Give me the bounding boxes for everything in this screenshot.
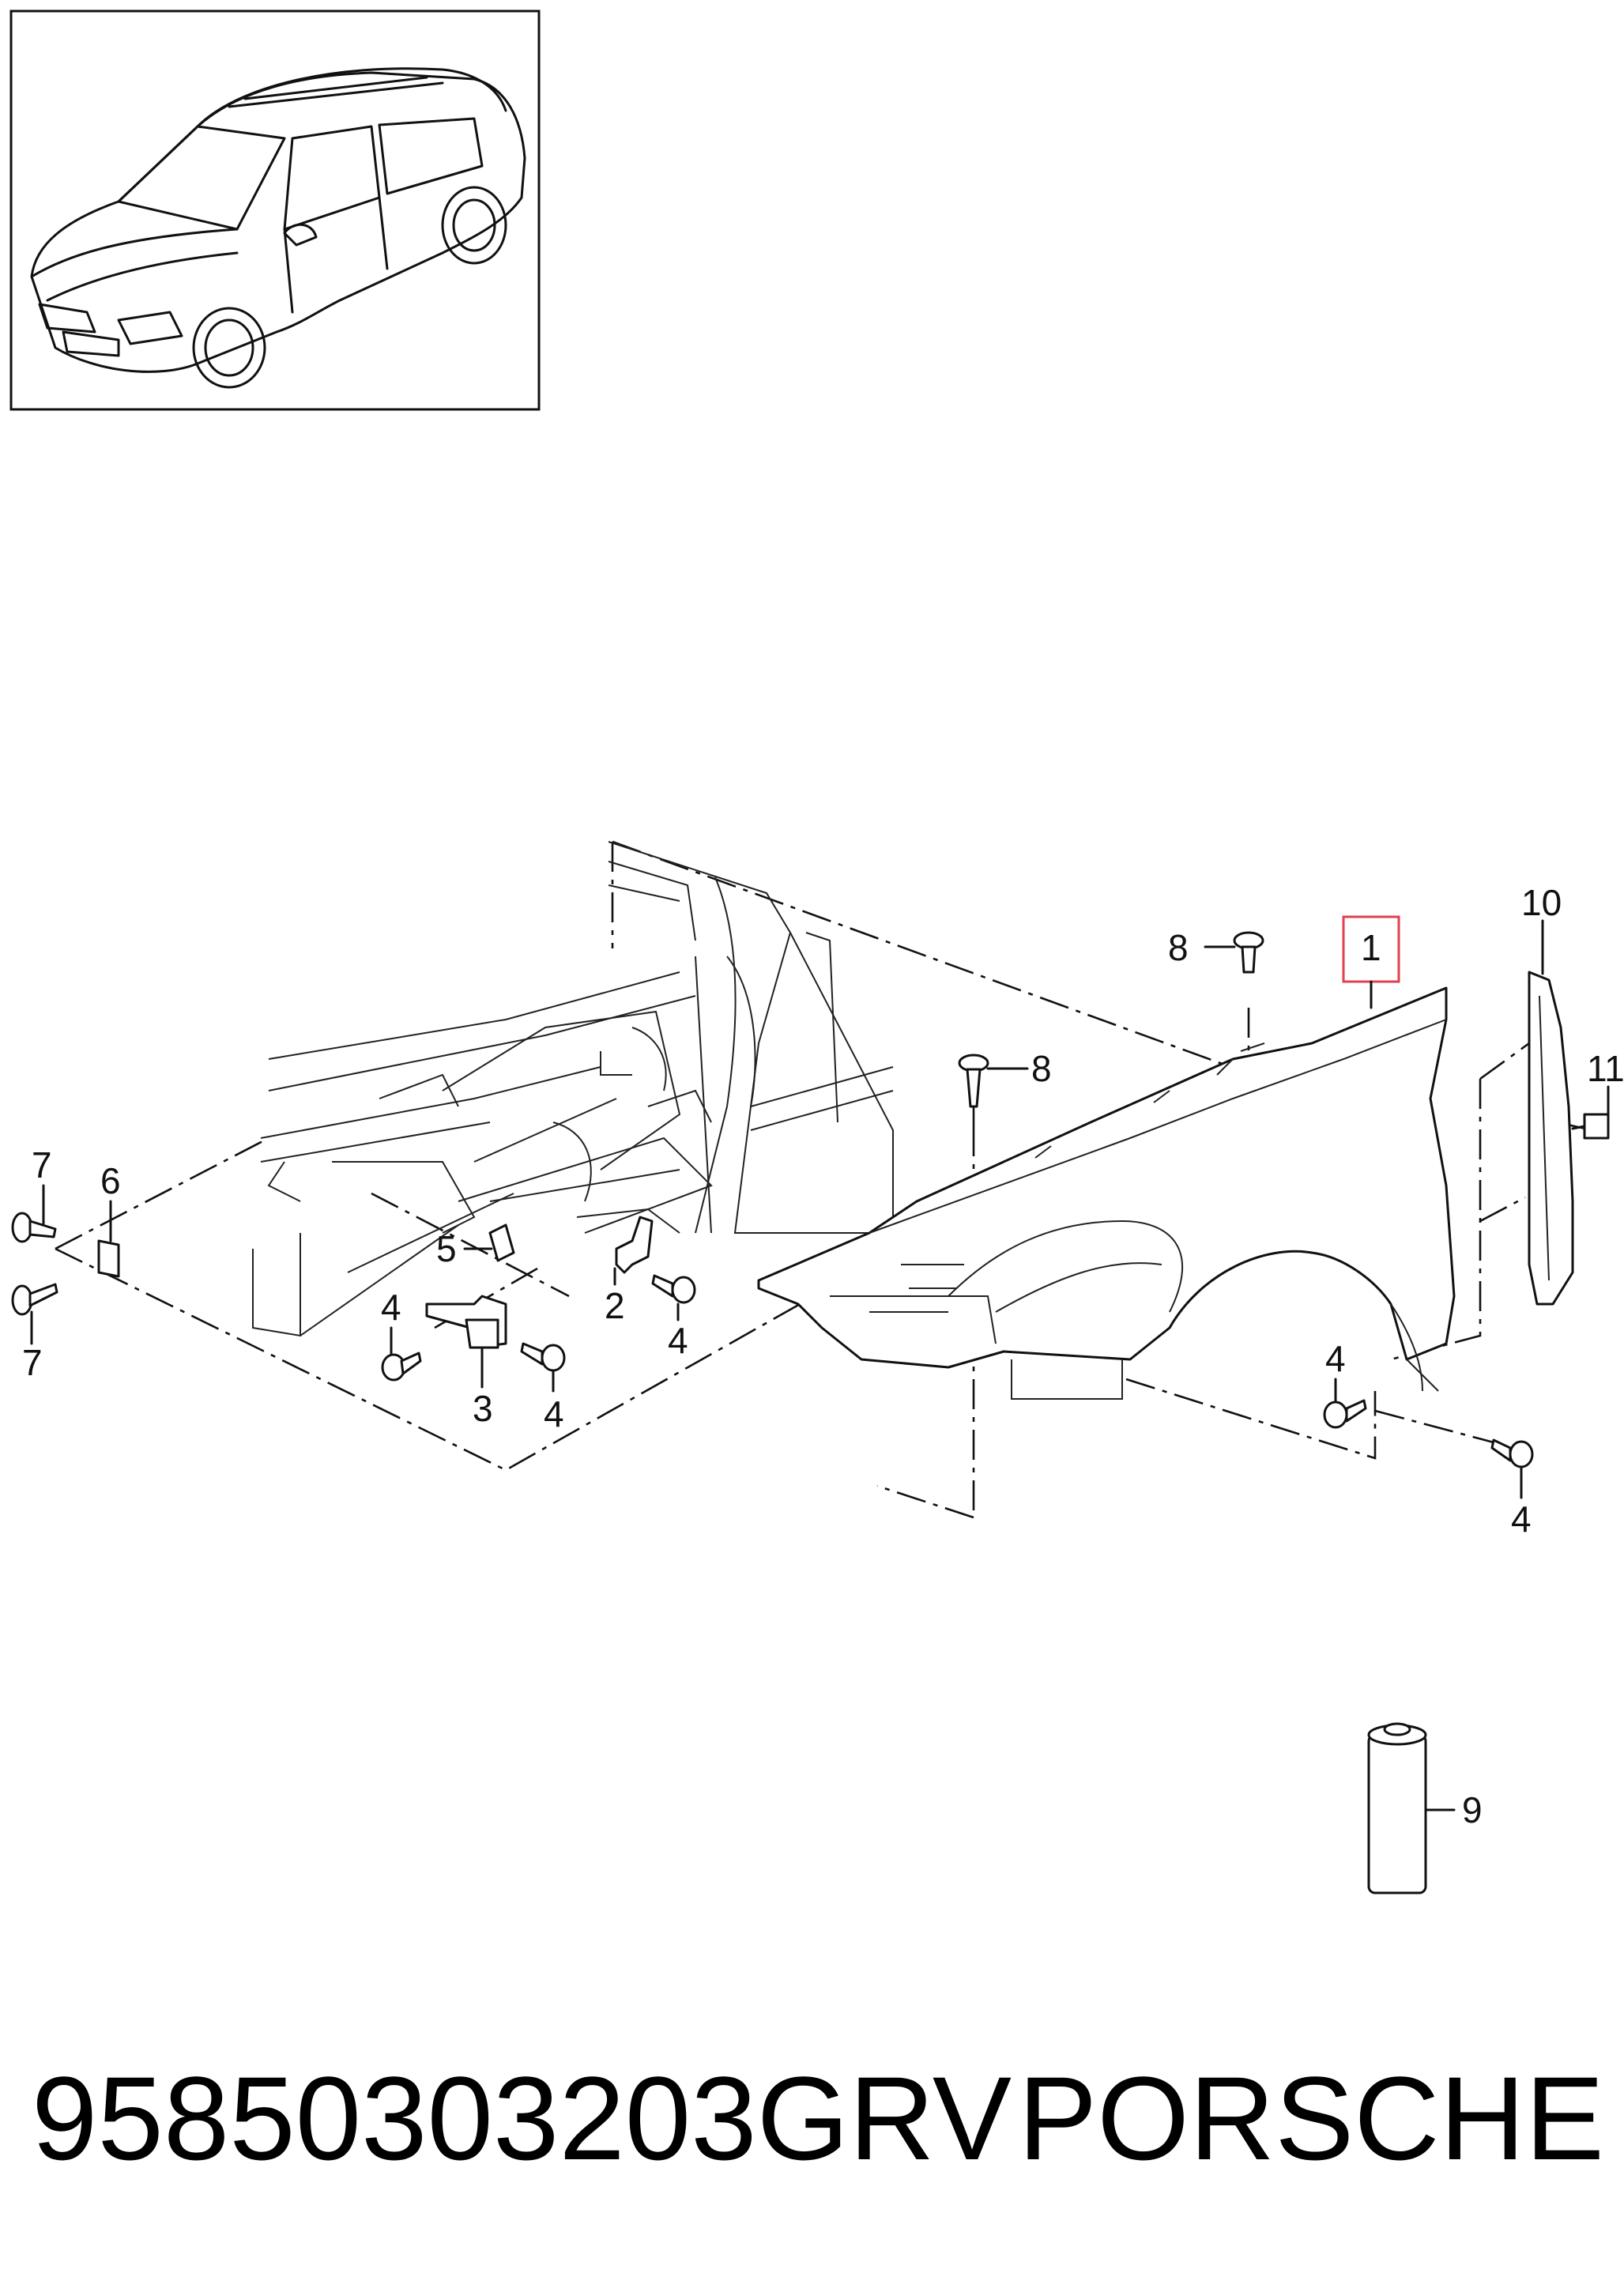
fender-sealing-strip[interactable] [1528, 971, 1574, 1306]
callout-7: 7 [22, 1342, 43, 1383]
screw-4-d-icon[interactable] [1323, 1399, 1367, 1429]
callout-8: 8 [1031, 1048, 1052, 1089]
screw-4-c-icon[interactable] [651, 1274, 696, 1304]
callout-2: 2 [605, 1285, 625, 1326]
clip-6-icon[interactable] [97, 1239, 120, 1278]
callout-labels: 1 2 3 4 4 4 4 4 5 6 7 7 8 8 9 10 11 [22, 882, 1624, 1830]
callout-10: 10 [1521, 882, 1562, 923]
callout-4: 4 [1511, 1499, 1532, 1540]
screw-8-top-icon[interactable] [1233, 931, 1264, 974]
bracket-2-icon[interactable] [615, 1216, 654, 1274]
callout-4: 4 [381, 1287, 401, 1328]
screw-7-bottom-icon[interactable] [11, 1283, 58, 1316]
sealant-cartridge-9[interactable] [1367, 1722, 1427, 1894]
body-frame [252, 841, 894, 1337]
callout-9: 9 [1462, 1789, 1483, 1830]
callout-11: 11 [1587, 1048, 1624, 1089]
screw-11-icon[interactable] [1571, 1113, 1610, 1140]
callout-1: 1 [1361, 927, 1381, 968]
callout-4: 4 [544, 1393, 564, 1434]
screw-4-b-icon[interactable] [520, 1342, 566, 1372]
screw-4-a-icon[interactable] [381, 1351, 422, 1382]
footer: 95850303203GRV PORSCHE [32, 2047, 1604, 2189]
screw-4-e-icon[interactable] [1490, 1438, 1534, 1468]
front-fender[interactable] [757, 986, 1456, 1400]
part-number: 95850303203GRV [32, 2052, 1012, 2185]
vehicle-thumbnail [9, 9, 541, 411]
callout-6: 6 [100, 1160, 121, 1201]
screw-7-top-icon[interactable] [11, 1212, 57, 1243]
brand-name: PORSCHE [1018, 2052, 1604, 2185]
bracket-3-icon[interactable] [425, 1295, 507, 1349]
callout-8: 8 [1168, 927, 1189, 968]
callout-4: 4 [668, 1320, 688, 1361]
callout-7: 7 [32, 1144, 52, 1186]
callout-3: 3 [473, 1388, 493, 1429]
callout-5: 5 [436, 1228, 457, 1269]
callout-4: 4 [1325, 1338, 1346, 1379]
screw-8-mid-icon[interactable] [958, 1054, 989, 1108]
bracket-5-icon[interactable] [488, 1223, 515, 1262]
